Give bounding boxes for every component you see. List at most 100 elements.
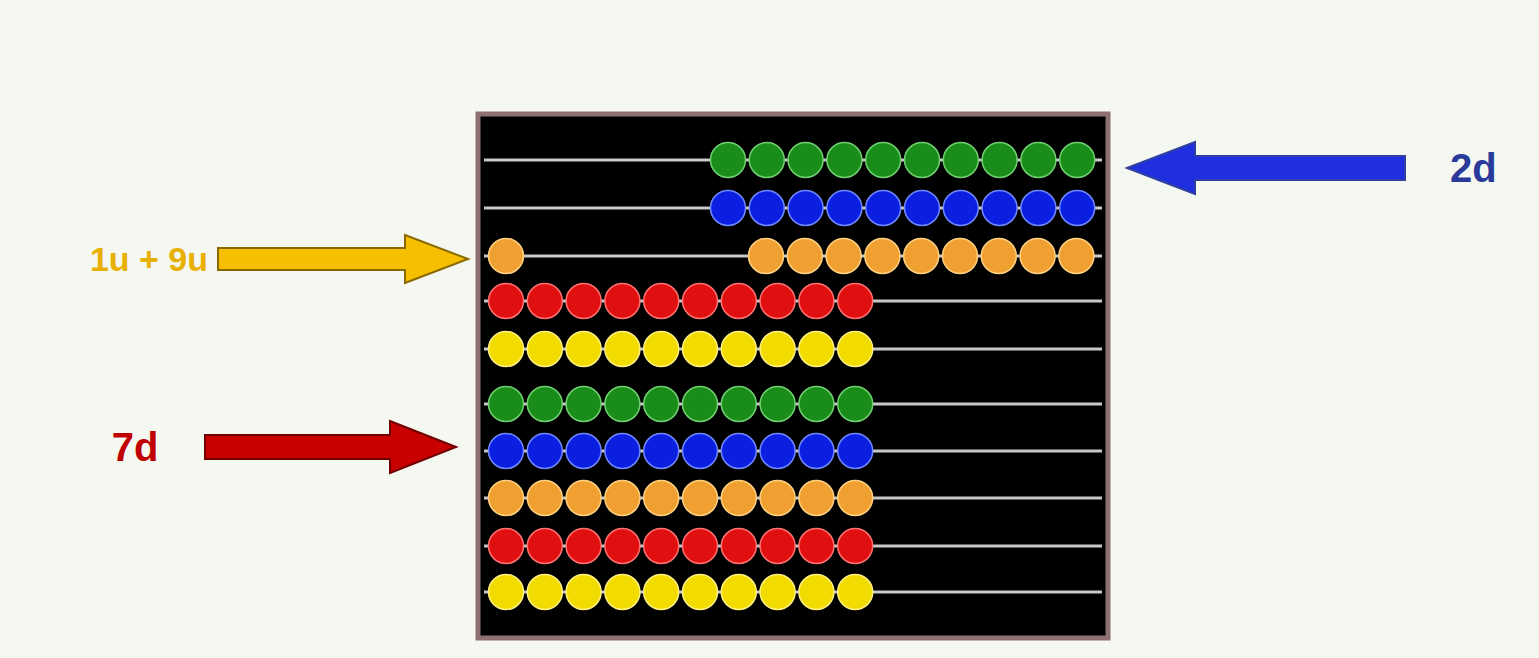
abacus-bead (1060, 191, 1095, 226)
abacus-frame (478, 114, 1108, 638)
abacus-bead (527, 284, 562, 319)
abacus-bead (489, 481, 524, 516)
abacus-bead (799, 481, 834, 516)
abacus-bead (866, 143, 901, 178)
abacus-bead (721, 284, 756, 319)
abacus-bead (799, 387, 834, 422)
abacus-bead (943, 239, 978, 274)
abacus-bead (683, 332, 718, 367)
abacus-bead (838, 575, 873, 610)
abacus-bead (760, 575, 795, 610)
abacus-bead (1021, 191, 1056, 226)
abacus-bead (683, 284, 718, 319)
abacus-bead (527, 529, 562, 564)
abacus-bead (489, 575, 524, 610)
abacus-bead (1020, 239, 1055, 274)
abacus-bead (838, 434, 873, 469)
abacus-bead (566, 529, 601, 564)
abacus-bead (799, 434, 834, 469)
pointer-arrow (1127, 142, 1405, 194)
abacus-bead (527, 387, 562, 422)
abacus-bead (1060, 143, 1095, 178)
abacus-bead (489, 284, 524, 319)
abacus-bead (799, 575, 834, 610)
abacus-bead (799, 332, 834, 367)
abacus-bead (489, 529, 524, 564)
abacus-bead (644, 387, 679, 422)
abacus-bead (644, 575, 679, 610)
abacus-bead (489, 332, 524, 367)
abacus-bead (566, 284, 601, 319)
abacus-bead (644, 434, 679, 469)
abacus-bead (799, 284, 834, 319)
abacus-bead (838, 529, 873, 564)
abacus-bead (905, 143, 940, 178)
abacus-bead (605, 332, 640, 367)
abacus-bead (1021, 143, 1056, 178)
pointer-arrow (218, 235, 468, 283)
abacus-bead (760, 284, 795, 319)
abacus-bead (760, 387, 795, 422)
abacus-bead (827, 191, 862, 226)
abacus-bead (905, 191, 940, 226)
abacus-bead (799, 529, 834, 564)
pointer-label: 1u + 9u (90, 242, 208, 276)
abacus-bead (683, 481, 718, 516)
abacus-bead (721, 332, 756, 367)
abacus-bead (566, 434, 601, 469)
abacus-bead (981, 239, 1016, 274)
abacus-bead (787, 239, 822, 274)
abacus-bead (527, 481, 562, 516)
abacus-bead (527, 434, 562, 469)
abacus-bead (827, 143, 862, 178)
abacus-bead (721, 387, 756, 422)
abacus-bead (1059, 239, 1094, 274)
pointer-label-holder: 2d (1450, 148, 1497, 188)
abacus-bead (788, 143, 823, 178)
abacus-bead (489, 434, 524, 469)
abacus-bead (721, 575, 756, 610)
abacus-bead (943, 191, 978, 226)
abacus-bead (749, 143, 784, 178)
abacus-bead (760, 332, 795, 367)
abacus-bead (566, 481, 601, 516)
abacus-bead (982, 191, 1017, 226)
abacus-bead (644, 332, 679, 367)
abacus-bead (749, 239, 784, 274)
abacus-bead (489, 387, 524, 422)
abacus-bead (683, 575, 718, 610)
abacus-bead (566, 387, 601, 422)
pointer-label: 2d (1450, 148, 1497, 188)
abacus-bead (605, 434, 640, 469)
abacus-bead (982, 143, 1017, 178)
abacus-bead (566, 332, 601, 367)
abacus-bead (605, 529, 640, 564)
abacus-bead (527, 332, 562, 367)
abacus-bead (721, 481, 756, 516)
abacus-bead (711, 143, 746, 178)
pointer-label: 7d (112, 427, 159, 467)
abacus-bead (605, 481, 640, 516)
abacus-bead (838, 284, 873, 319)
abacus-bead (711, 191, 746, 226)
abacus-bead (721, 434, 756, 469)
abacus-bead (838, 387, 873, 422)
abacus-bead (760, 434, 795, 469)
abacus-bead (683, 434, 718, 469)
abacus-bead (838, 481, 873, 516)
abacus-bead (683, 529, 718, 564)
abacus-bead (644, 481, 679, 516)
pointer-label-holder: 1u + 9u (90, 242, 208, 276)
abacus-bead (749, 191, 784, 226)
pointer-label-holder: 7d (112, 427, 159, 467)
abacus-bead (826, 239, 861, 274)
pointer-arrow (205, 421, 456, 473)
abacus-bead (721, 529, 756, 564)
abacus-bead (904, 239, 939, 274)
abacus-bead (865, 239, 900, 274)
abacus-bead (943, 143, 978, 178)
abacus-bead (605, 387, 640, 422)
abacus-bead (527, 575, 562, 610)
abacus-bead (644, 284, 679, 319)
